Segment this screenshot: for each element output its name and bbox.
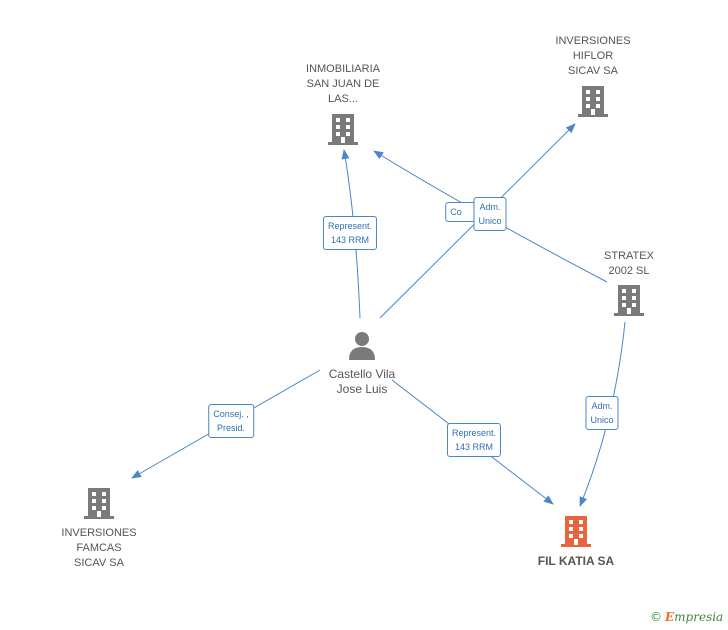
edge-label-consej-presid[interactable]: Consej. , Presid. xyxy=(208,404,254,438)
edge-label-represent-bottom[interactable]: Represent. 143 RRM xyxy=(446,423,502,457)
brand-initial: E xyxy=(665,610,675,624)
node-label: INMOBILIARIA SAN JUAN DE LAS... xyxy=(306,63,380,105)
edge-label-adm-unico-right[interactable]: Adm. Unico xyxy=(585,396,619,430)
building-icon xyxy=(578,86,608,117)
building-icon xyxy=(84,488,114,519)
building-icon xyxy=(614,285,644,316)
node-label: Castello Vila Jose Luis xyxy=(328,367,396,396)
building-icon xyxy=(561,516,591,547)
node-label: FIL KATIA SA xyxy=(537,554,615,568)
node-label: STRATEX 2002 SL xyxy=(604,250,654,277)
copyright-icon: © xyxy=(650,610,662,624)
node-label: INVERSIONES FAMCAS SICAV SA xyxy=(61,527,137,569)
node-label: INVERSIONES HIFLOR SICAV SA xyxy=(555,35,631,77)
brand-name: mpresia xyxy=(674,610,724,624)
empresia-credit[interactable]: ©Empresia xyxy=(650,610,723,624)
edge-label-represent-top[interactable]: Represent. 143 RRM xyxy=(322,216,378,250)
person-icon xyxy=(349,332,375,360)
edge-label-adm-unico-top[interactable]: Adm. Unico xyxy=(473,197,507,231)
building-icon xyxy=(328,114,358,145)
